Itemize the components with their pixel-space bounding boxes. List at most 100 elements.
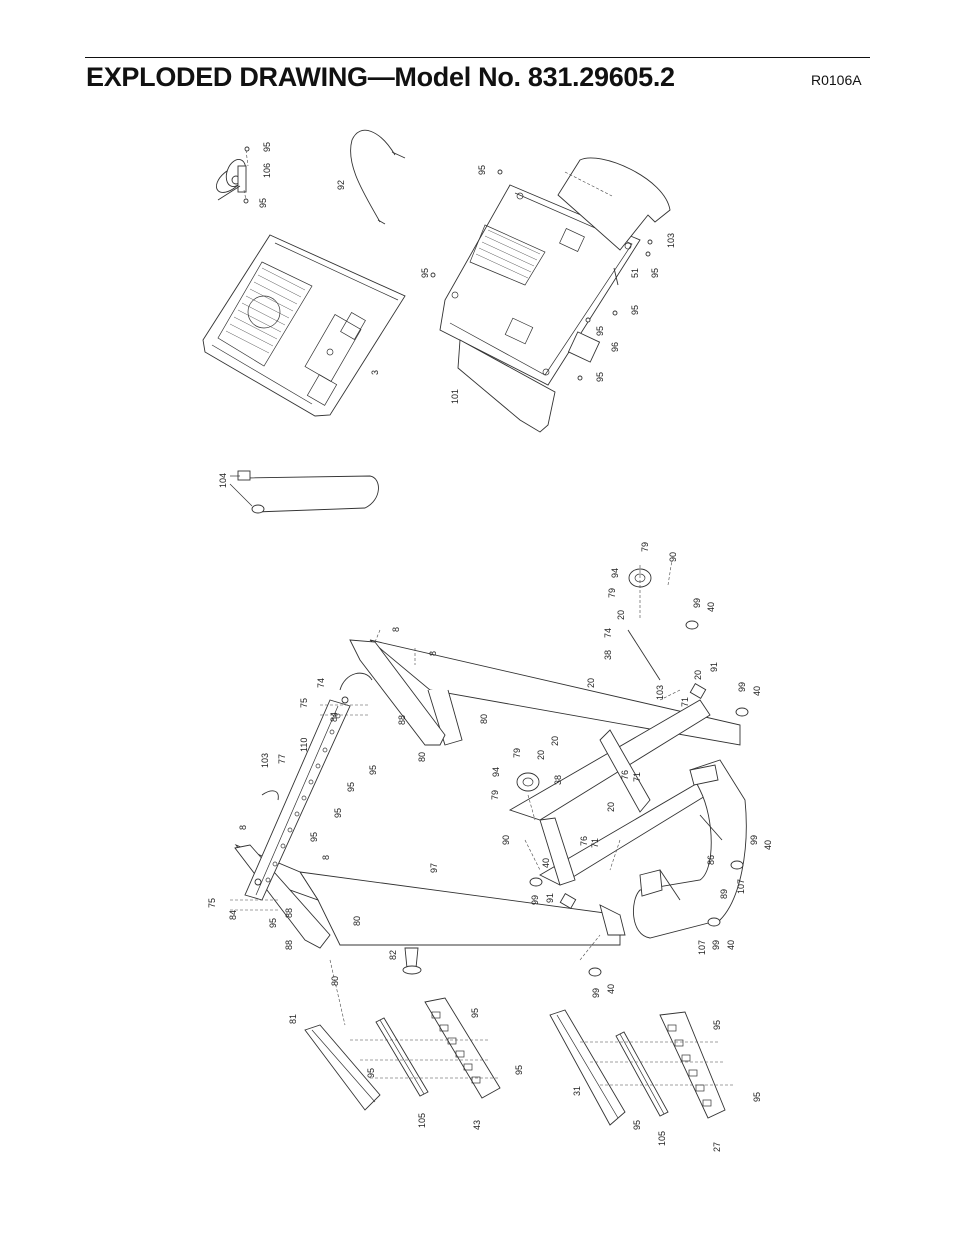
callout-c42: 80 [417,752,427,762]
callout-c7: 103 [666,233,676,248]
callout-c67: 91 [545,893,555,903]
callout-c21: 99 [692,598,702,608]
rail-105-left [375,1017,429,1097]
callout-c95: 27 [712,1142,722,1152]
callout-c65: 40 [541,858,551,868]
callout-c91: 95 [712,1020,722,1030]
callout-c60: 76 [579,836,589,846]
callout-c28: 20 [693,670,703,680]
callout-c37: 84 [329,712,339,722]
callout-c32: 40 [752,686,762,696]
callout-c92: 95 [632,1120,642,1130]
side-rail-81 [304,1024,381,1111]
callout-c17: 79 [640,542,650,552]
callout-c46: 95 [333,808,343,818]
callout-c39: 80 [479,714,489,724]
callout-c62: 86 [706,855,716,865]
callout-c43: 103 [260,753,270,768]
callout-c52: 20 [550,736,560,746]
callout-c12: 96 [610,342,620,352]
header-rule [85,57,870,58]
track-43 [350,997,501,1099]
callout-c73: 95 [268,918,278,928]
callout-c75: 80 [352,916,362,926]
callout-c86: 95 [366,1068,376,1078]
callout-c10: 95 [630,305,640,315]
callout-c76: 88 [284,940,294,950]
callout-c84: 81 [288,1014,298,1024]
callout-c26: 91 [709,662,719,672]
callout-c74: 88 [284,908,294,918]
drawing-code: R0106A [811,72,862,88]
callout-c87: 95 [514,1065,524,1075]
callout-c57: 71 [632,772,642,782]
callout-c25: 38 [603,650,613,660]
callout-c63: 99 [749,835,759,845]
callout-c13: 95 [595,372,605,382]
callout-c51: 20 [536,750,546,760]
callout-c59: 90 [501,835,511,845]
callout-c85: 95 [470,1008,480,1018]
callout-c54: 38 [553,775,563,785]
callout-c79: 107 [697,940,707,955]
page-title: EXPLODED DRAWING—Model No. 831.29605.2 [86,62,675,92]
callout-c14: 101 [450,389,460,404]
callout-c36: 75 [299,698,309,708]
callout-c55: 79 [490,790,500,800]
callout-c20: 79 [607,588,617,598]
callout-c1: 95 [262,142,272,152]
callout-c30: 71 [680,697,690,707]
console-arm-part [230,696,370,911]
callout-c81: 40 [726,940,736,950]
callout-c93: 95 [752,1092,762,1102]
callout-labels: 95 106 95 92 95 95 103 95 51 95 95 96 95… [207,142,773,1152]
callout-c61: 71 [590,838,600,848]
fan-part [215,146,250,204]
callout-c41: 95 [368,765,378,775]
callout-c90: 31 [572,1086,582,1096]
callout-c49: 8 [321,855,331,860]
callout-c50: 79 [512,748,522,758]
callout-c94: 105 [657,1131,667,1146]
callout-c82: 99 [591,988,601,998]
callout-c53: 94 [491,767,501,777]
callout-c15: 3 [370,370,380,375]
callout-c58: 20 [606,802,616,812]
hood-part [202,234,406,417]
callout-c68: 97 [429,863,439,873]
callout-c78: 80 [330,976,340,986]
callout-c72: 84 [228,910,238,920]
callout-c22: 40 [706,602,716,612]
callout-c8: 95 [650,268,660,278]
callout-c40: 110 [299,738,309,752]
strip-part [229,470,379,514]
callout-c23: 20 [616,610,626,620]
callout-c48: 95 [309,832,319,842]
callout-c11: 95 [595,326,605,336]
motor-hood-base-part [430,157,671,433]
callout-c56: 76 [620,770,630,780]
track-27 [580,1011,735,1119]
callout-c47: 8 [238,825,248,830]
callout-c66: 99 [530,895,540,905]
callout-c29: 103 [655,685,665,700]
callout-c88: 105 [417,1113,427,1128]
callout-c4: 92 [336,180,346,190]
rail-105-right [615,1031,669,1117]
callout-c16: 104 [218,473,228,488]
callout-c27: 20 [586,678,596,688]
callout-c18: 90 [668,552,678,562]
frame-part [234,559,749,1026]
callout-c44: 77 [277,754,287,764]
callout-c5: 95 [477,165,487,175]
callout-c34: 8 [428,651,438,656]
callout-c33: 8 [391,627,401,632]
callout-c80: 99 [711,940,721,950]
callout-c70: 107 [736,879,746,894]
callout-c64: 40 [763,840,773,850]
callout-c89: 43 [472,1120,482,1130]
callout-c45: 95 [346,782,356,792]
side-rail-31 [549,1009,626,1126]
callout-c3: 95 [258,198,268,208]
